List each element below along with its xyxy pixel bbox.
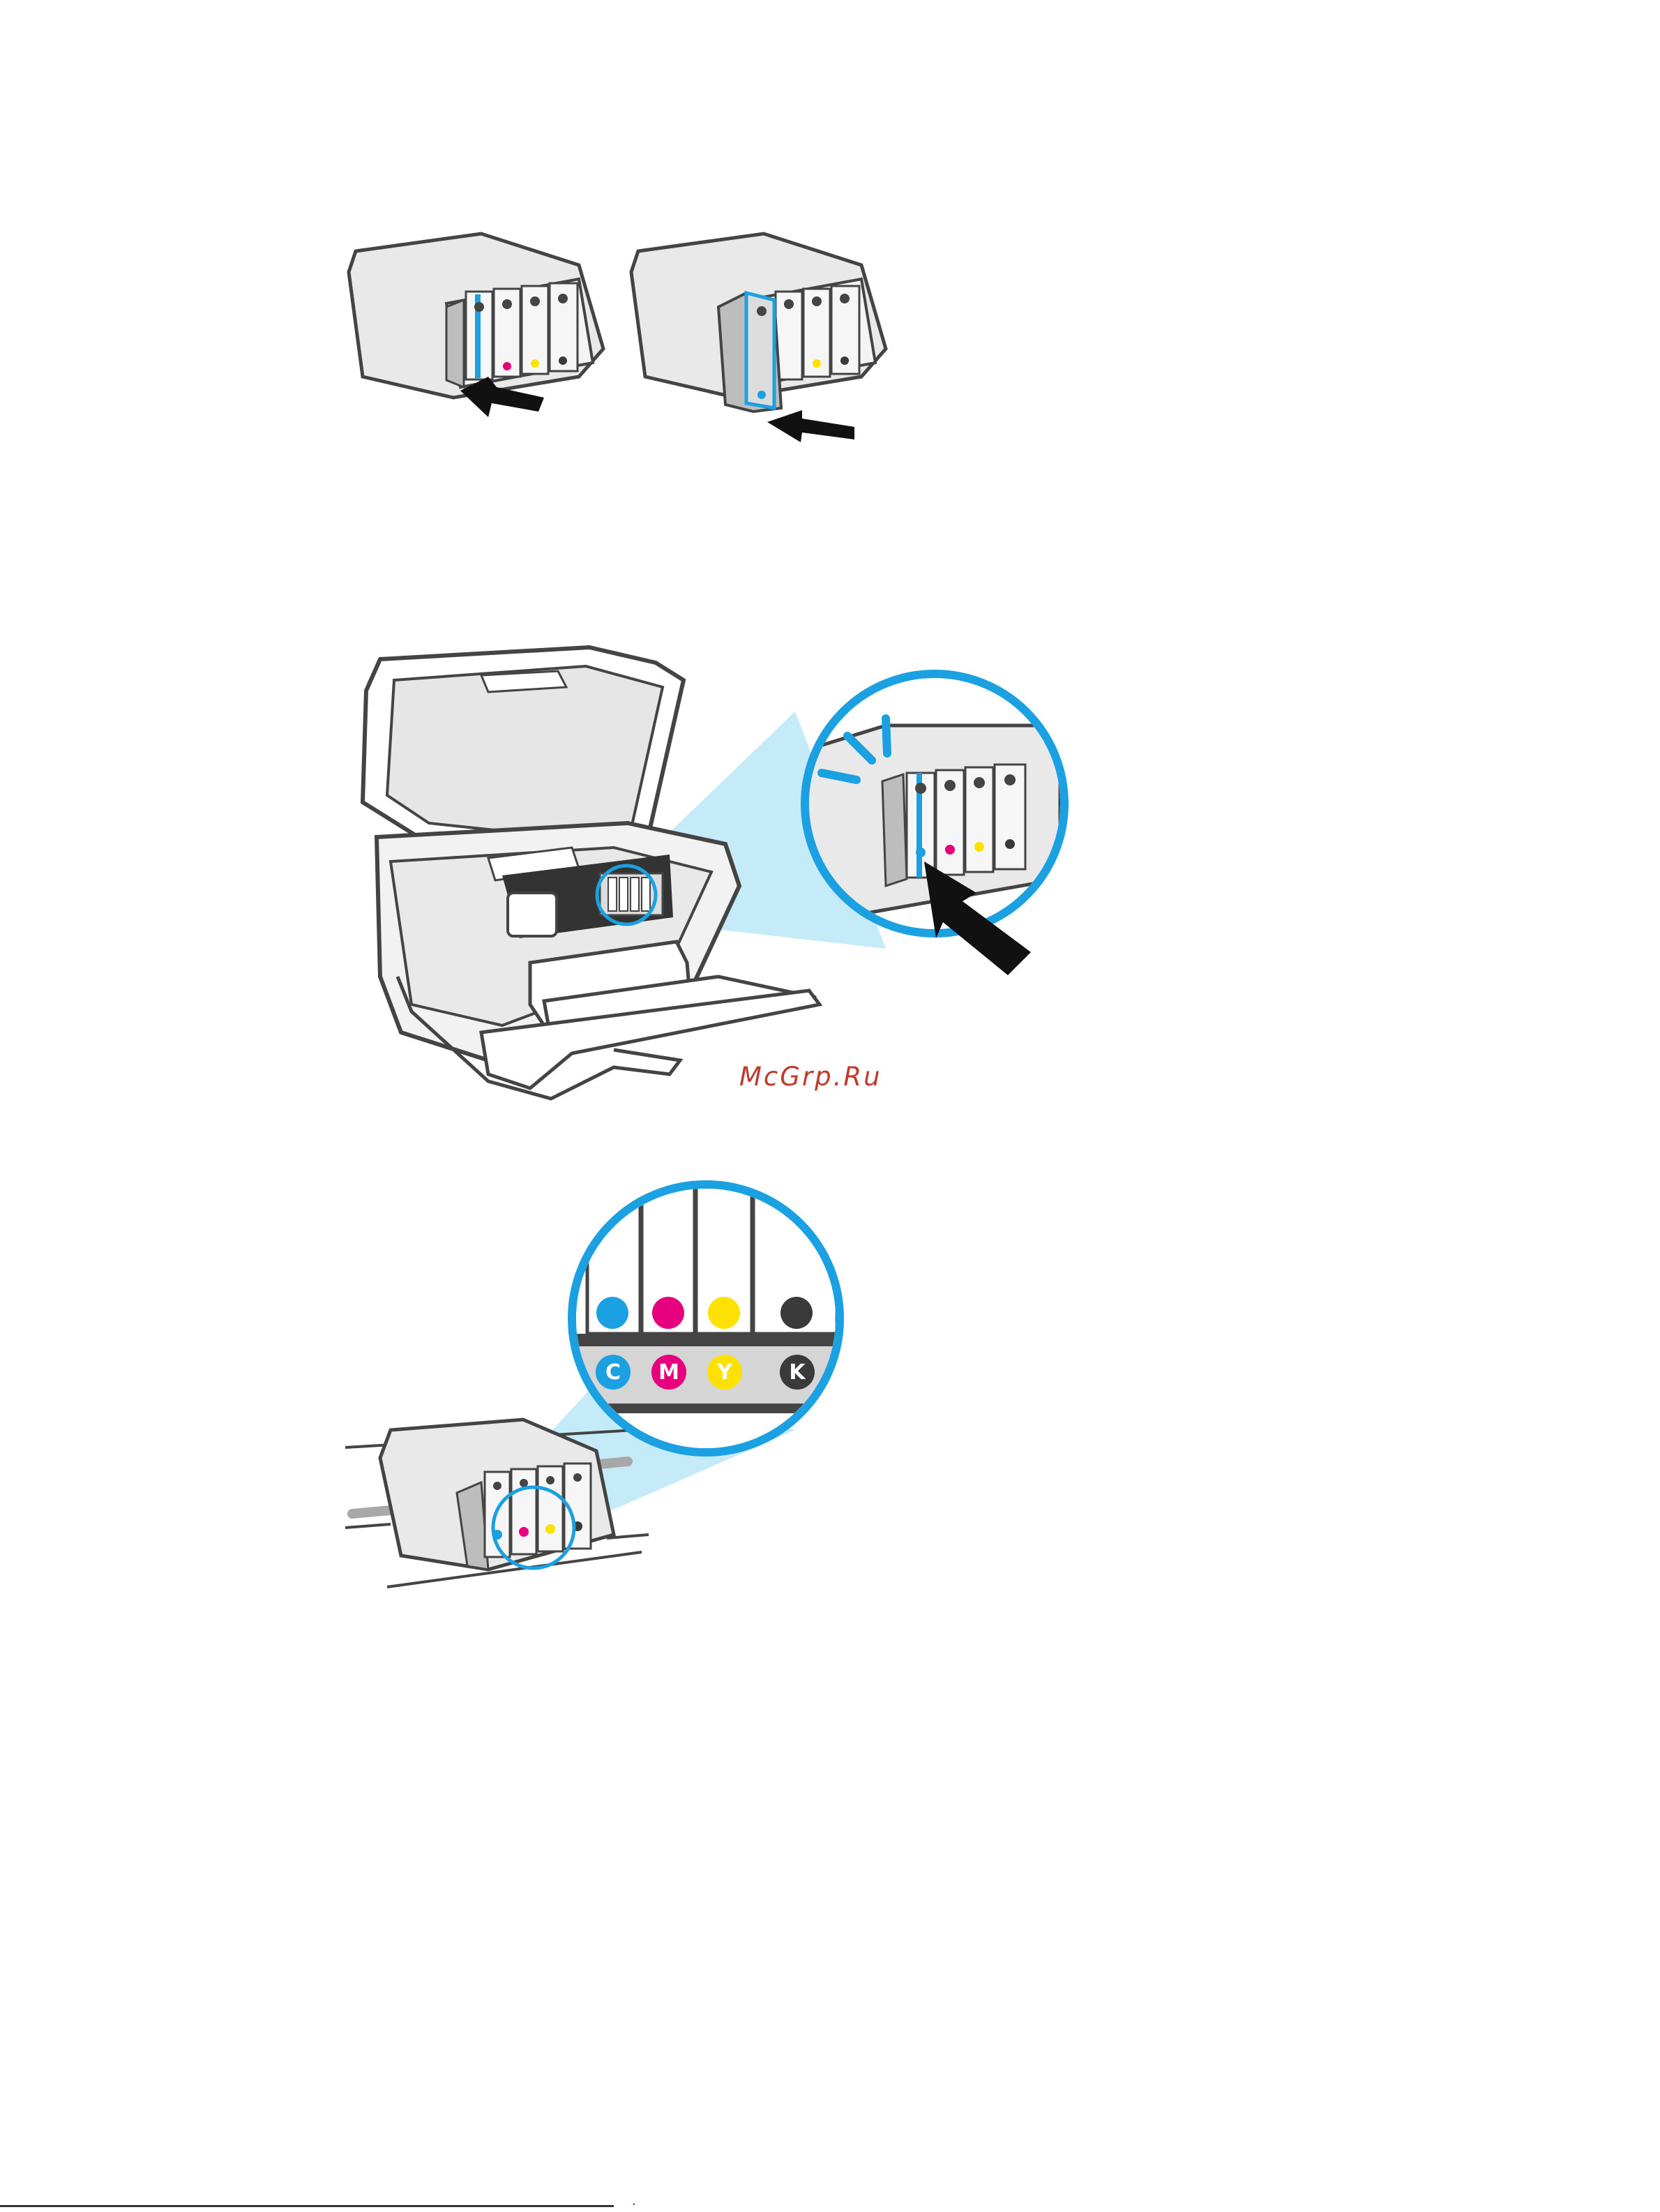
color-label-c-badge: C — [596, 1355, 631, 1390]
color-label-k: K — [789, 1360, 805, 1385]
footer-mark: · — [632, 2197, 636, 2212]
arrow-icon — [460, 377, 544, 417]
carriage-right-illustration — [631, 234, 886, 442]
footer-rule — [0, 2205, 614, 2207]
color-label-c: C — [605, 1360, 621, 1385]
magnifier-circle — [795, 674, 1064, 975]
arrow-icon — [767, 410, 854, 442]
carriage-left-illustration — [349, 234, 603, 417]
watermark: McGrp.Ru — [739, 1062, 882, 1092]
color-label-y-badge: Y — [707, 1355, 742, 1390]
output-tray — [530, 942, 691, 1025]
color-label-k-badge: K — [780, 1355, 815, 1390]
color-label-m: M — [658, 1360, 679, 1385]
magnifier-circle — [558, 1179, 851, 1472]
color-label-y: Y — [717, 1360, 732, 1385]
color-label-m-badge: M — [651, 1355, 686, 1390]
printer-body — [377, 823, 739, 1060]
arrow-icon — [924, 862, 1031, 975]
scanner-lid — [363, 647, 684, 865]
